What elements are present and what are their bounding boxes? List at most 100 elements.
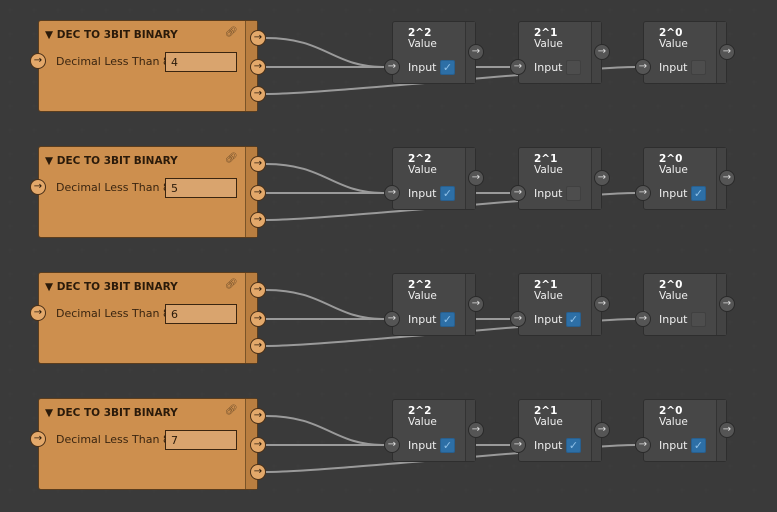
node-subtitle: Value [408, 164, 437, 176]
dec-to-binary-node[interactable]: ▼ DEC TO 3BIT BINARY 🔗︎ Decimal Less Tha… [38, 20, 258, 112]
output-port[interactable]: → [250, 311, 266, 327]
node-title: 2^1 [534, 153, 558, 165]
input-checkbox[interactable]: ✓ [691, 186, 706, 201]
input-checkbox[interactable]: ✓ [440, 438, 455, 453]
value-node[interactable]: 2^0 Value Input ✓ [643, 399, 727, 462]
input-checkbox[interactable]: ✓ [566, 312, 581, 327]
output-port[interactable]: → [250, 185, 266, 201]
input-port[interactable]: → [510, 185, 526, 201]
output-port[interactable]: → [250, 408, 266, 424]
value-node[interactable]: 2^2 Value Input ✓ [392, 21, 476, 84]
output-port[interactable]: → [468, 170, 484, 186]
node-subtitle: Value [408, 290, 437, 302]
input-checkbox[interactable]: ✓ [440, 312, 455, 327]
input-label: Input [408, 187, 437, 200]
input-checkbox[interactable] [691, 60, 706, 75]
input-checkbox[interactable]: ✓ [440, 60, 455, 75]
input-port[interactable]: → [635, 437, 651, 453]
output-port[interactable]: → [250, 282, 266, 298]
node-title: ▼ DEC TO 3BIT BINARY [45, 29, 178, 41]
input-port[interactable]: → [384, 437, 400, 453]
arrow-right-icon[interactable]: → [30, 179, 46, 195]
output-port[interactable]: → [719, 296, 735, 312]
output-port[interactable]: → [468, 296, 484, 312]
value-node[interactable]: 2^0 Value Input [643, 273, 727, 336]
arrow-right-icon[interactable]: → [30, 431, 46, 447]
value-node[interactable]: 2^2 Value Input ✓ [392, 273, 476, 336]
triangle-down-icon[interactable]: ▼ [45, 29, 54, 41]
input-port[interactable]: → [635, 59, 651, 75]
input-port[interactable]: → [384, 185, 400, 201]
value-node[interactable]: 2^0 Value Input ✓ [643, 147, 727, 210]
output-port[interactable]: → [719, 44, 735, 60]
input-port[interactable]: → [384, 311, 400, 327]
input-checkbox[interactable] [691, 312, 706, 327]
input-checkbox[interactable] [566, 60, 581, 75]
decimal-input[interactable]: 5 [165, 178, 237, 198]
output-port[interactable]: → [250, 86, 266, 102]
node-title: ▼ DEC TO 3BIT BINARY [45, 281, 178, 293]
decimal-input[interactable]: 6 [165, 304, 237, 324]
dec-to-binary-node[interactable]: ▼ DEC TO 3BIT BINARY 🔗︎ Decimal Less Tha… [38, 398, 258, 490]
arrow-right-icon[interactable]: → [30, 53, 46, 69]
node-subtitle: Value [534, 290, 563, 302]
output-port[interactable]: → [250, 212, 266, 228]
value-node[interactable]: 2^1 Value Input [518, 21, 602, 84]
value-node[interactable]: 2^2 Value Input ✓ [392, 399, 476, 462]
output-port[interactable]: → [250, 338, 266, 354]
output-port[interactable]: → [250, 437, 266, 453]
link-icon[interactable]: 🔗︎ [225, 405, 238, 416]
input-port[interactable]: → [510, 437, 526, 453]
output-port[interactable]: → [719, 422, 735, 438]
triangle-down-icon[interactable]: ▼ [45, 407, 54, 419]
output-port[interactable]: → [468, 422, 484, 438]
input-port[interactable]: → [635, 311, 651, 327]
node-title: ▼ DEC TO 3BIT BINARY [45, 155, 178, 167]
value-node[interactable]: 2^1 Value Input ✓ [518, 273, 602, 336]
link-icon[interactable]: 🔗︎ [225, 27, 238, 38]
input-port[interactable]: → [510, 311, 526, 327]
node-subtitle: Value [659, 290, 688, 302]
link-icon[interactable]: 🔗︎ [225, 153, 238, 164]
output-port[interactable]: → [594, 422, 610, 438]
output-port[interactable]: → [719, 170, 735, 186]
node-title: 2^1 [534, 27, 558, 39]
value-node[interactable]: 2^1 Value Input ✓ [518, 399, 602, 462]
output-port[interactable]: → [594, 44, 610, 60]
dec-to-binary-node[interactable]: ▼ DEC TO 3BIT BINARY 🔗︎ Decimal Less Tha… [38, 146, 258, 238]
value-node[interactable]: 2^1 Value Input [518, 147, 602, 210]
value-node[interactable]: 2^2 Value Input ✓ [392, 147, 476, 210]
decimal-input[interactable]: 7 [165, 430, 237, 450]
input-label: Input [534, 313, 563, 326]
input-label: Input [408, 61, 437, 74]
arrow-right-icon[interactable]: → [30, 305, 46, 321]
triangle-down-icon[interactable]: ▼ [45, 281, 54, 293]
output-port[interactable]: → [250, 156, 266, 172]
output-port[interactable]: → [250, 464, 266, 480]
value-node[interactable]: 2^0 Value Input [643, 21, 727, 84]
input-checkbox[interactable]: ✓ [440, 186, 455, 201]
input-checkbox[interactable] [566, 186, 581, 201]
input-checkbox[interactable]: ✓ [566, 438, 581, 453]
node-title: 2^2 [408, 153, 432, 165]
input-label: Input [659, 439, 688, 452]
output-port[interactable]: → [594, 296, 610, 312]
input-port[interactable]: → [635, 185, 651, 201]
input-port[interactable]: → [384, 59, 400, 75]
node-subtitle: Value [659, 164, 688, 176]
node-title: 2^0 [659, 27, 683, 39]
output-port[interactable]: → [468, 44, 484, 60]
output-port[interactable]: → [250, 30, 266, 46]
output-port[interactable]: → [594, 170, 610, 186]
input-label: Decimal Less Than 8 [56, 433, 170, 446]
output-port[interactable]: → [250, 59, 266, 75]
node-title: 2^1 [534, 405, 558, 417]
input-port[interactable]: → [510, 59, 526, 75]
dec-to-binary-node[interactable]: ▼ DEC TO 3BIT BINARY 🔗︎ Decimal Less Tha… [38, 272, 258, 364]
decimal-input[interactable]: 4 [165, 52, 237, 72]
triangle-down-icon[interactable]: ▼ [45, 155, 54, 167]
input-label: Decimal Less Than 8 [56, 181, 170, 194]
link-icon[interactable]: 🔗︎ [225, 279, 238, 290]
input-checkbox[interactable]: ✓ [691, 438, 706, 453]
node-subtitle: Value [534, 38, 563, 50]
